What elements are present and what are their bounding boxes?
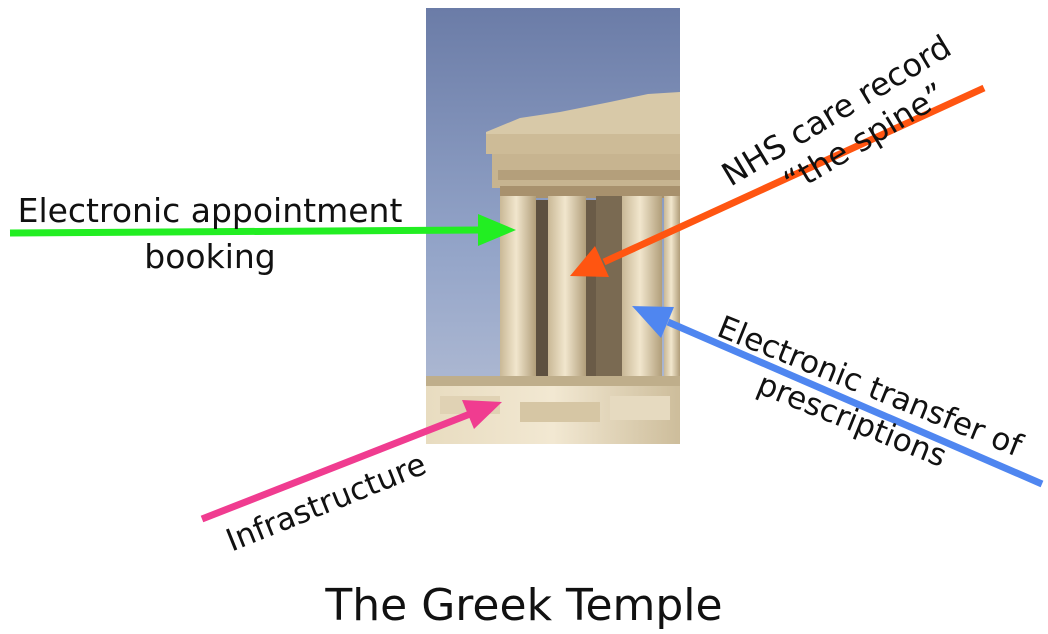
arrow-prescriptions [632,306,1044,488]
diagram-title: The Greek Temple [324,580,722,631]
arrow-appointment [9,214,516,246]
label-appointment: Electronic appointment booking [18,191,403,276]
label-appointment-line1: Electronic appointment [18,191,403,230]
arrow-infrastructure [200,400,502,523]
temple-photo [426,8,680,444]
label-appointment-line2: booking [144,237,275,276]
arrow-spine [570,84,986,277]
